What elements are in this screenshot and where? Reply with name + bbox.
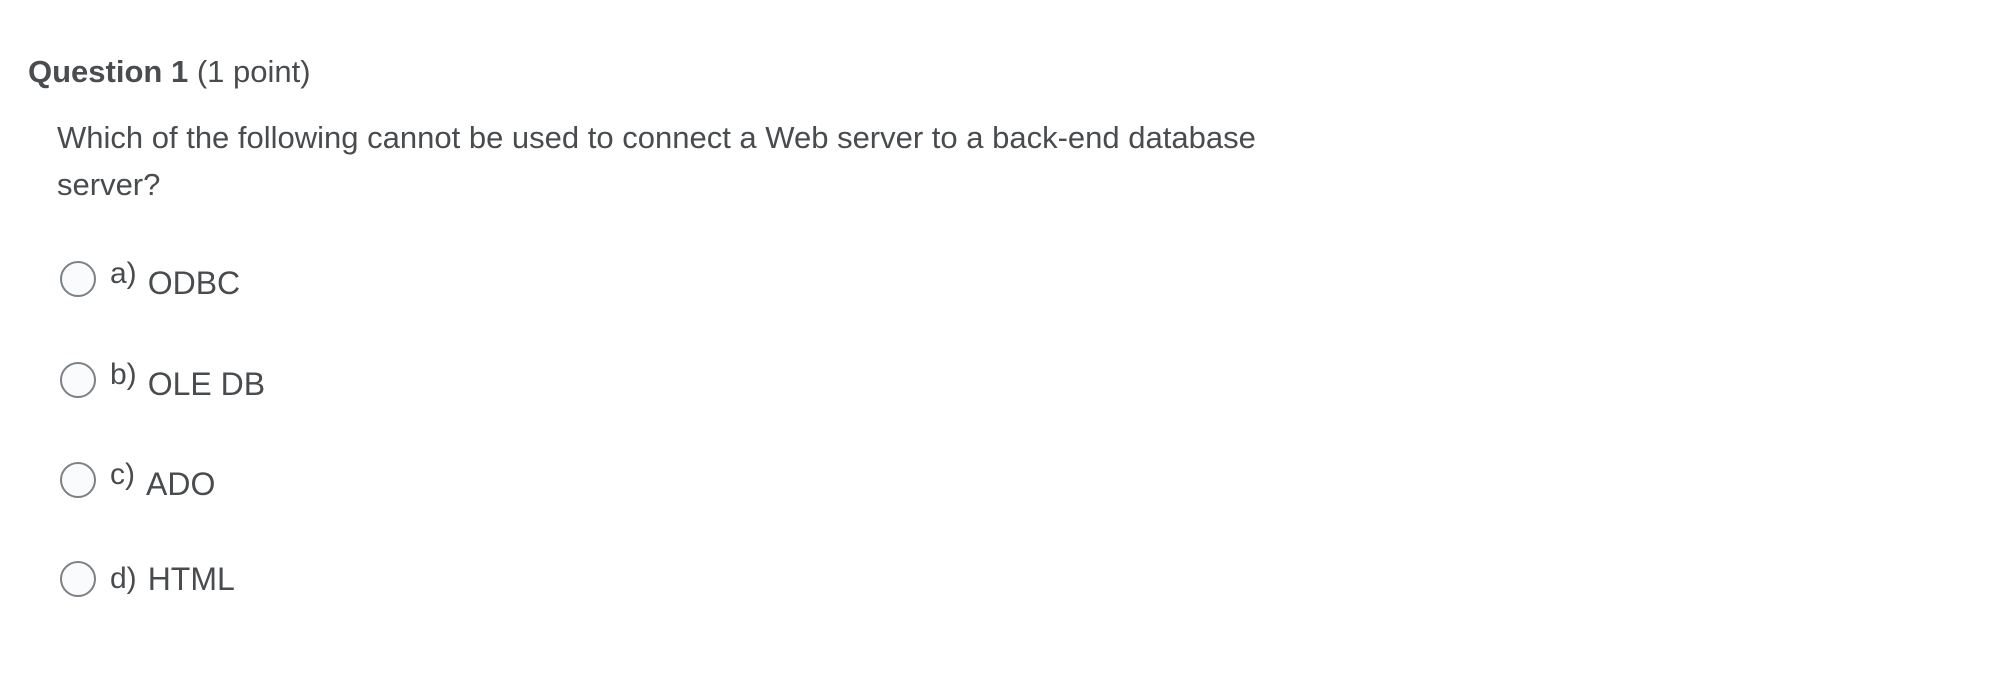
radio-button-b[interactable] bbox=[60, 362, 96, 398]
option-letter: b) bbox=[110, 358, 137, 391]
question-header: Question 1 (1 point) bbox=[28, 50, 311, 94]
option-text: ODBC bbox=[147, 264, 241, 301]
radio-button-c[interactable] bbox=[60, 462, 96, 498]
option-text: OLE DB bbox=[147, 365, 266, 402]
radio-button-d[interactable] bbox=[60, 561, 96, 597]
option-text: HTML bbox=[147, 560, 235, 597]
answer-option-d[interactable]: d) HTML bbox=[60, 557, 235, 601]
option-letter: c) bbox=[110, 458, 135, 491]
question-points: (1 point) bbox=[196, 54, 311, 89]
option-letter: a) bbox=[110, 257, 137, 290]
answer-option-a[interactable]: a) ODBC bbox=[60, 257, 240, 301]
answer-option-b[interactable]: b) OLE DB bbox=[60, 358, 265, 402]
question-text: Which of the following cannot be used to… bbox=[57, 120, 1256, 202]
option-text: ADO bbox=[146, 465, 216, 502]
answer-option-c[interactable]: c) ADO bbox=[60, 458, 215, 502]
option-letter: d) bbox=[110, 562, 137, 595]
question-number: Question 1 bbox=[28, 54, 189, 89]
radio-button-a[interactable] bbox=[60, 261, 96, 297]
